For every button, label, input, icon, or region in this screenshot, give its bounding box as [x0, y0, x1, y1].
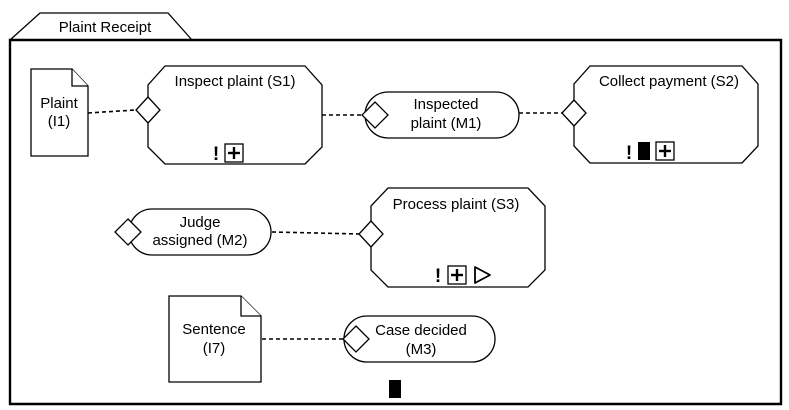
milestone-case-decided[interactable]: Case decided (M3): [342, 315, 496, 363]
service-process-plaint[interactable]: Process plaint (S3) !: [358, 187, 546, 288]
exclamation-icon: !: [213, 144, 219, 165]
diamond-connector: [358, 220, 384, 248]
diamond-connector: [361, 101, 389, 129]
input-plaint-name: Plaint: [40, 95, 78, 112]
input-plaint-id: (I1): [48, 113, 71, 130]
milestone-m1-line2: plaint (M1): [411, 115, 482, 132]
exclamation-icon: !: [626, 143, 632, 164]
input-sentence-id: (I7): [203, 340, 226, 357]
service-collect-payment[interactable]: Collect payment (S2) !: [561, 65, 759, 164]
service-inspect-plaint[interactable]: Inspect plaint (S1) !: [135, 65, 323, 165]
diamond-connector: [561, 99, 587, 127]
connector-m2-process: [271, 231, 361, 235]
diamond-connector: [114, 218, 142, 246]
frame-filled-square-icon: [389, 380, 401, 398]
service-inspect-plaint-label: Inspect plaint (S1): [175, 73, 296, 90]
filled-square-icon: [638, 142, 650, 160]
frame-title: Plaint Receipt: [59, 19, 152, 36]
milestone-inspected-plaint[interactable]: Inspected plaint (M1): [361, 91, 520, 139]
milestone-m3-line2: (M3): [406, 341, 437, 358]
service-collect-payment-label: Collect payment (S2): [599, 73, 739, 90]
frame-border: [8, 38, 783, 406]
triangle-play-icon: [474, 266, 491, 284]
milestone-m3-line1: Case decided: [375, 322, 467, 339]
input-sentence-name: Sentence: [182, 321, 245, 338]
milestone-m1-line1: Inspected: [413, 96, 478, 113]
plus-box-icon: [447, 265, 467, 285]
connector-plaint-inspect: [87, 109, 136, 114]
frame-tab: [9, 12, 193, 41]
milestone-m2-line2: assigned (M2): [152, 232, 247, 249]
diamond-connector: [135, 96, 161, 124]
milestone-m2-line1: Judge: [180, 214, 221, 231]
exclamation-icon: !: [435, 266, 441, 287]
diamond-connector: [342, 325, 370, 353]
input-plaint[interactable]: Plaint (I1): [30, 68, 89, 157]
milestone-judge-assigned[interactable]: Judge assigned (M2): [114, 208, 272, 256]
input-sentence[interactable]: Sentence (I7): [168, 295, 262, 383]
plus-box-icon: [224, 143, 244, 163]
plus-box-icon: [655, 141, 675, 161]
service-process-plaint-label: Process plaint (S3): [393, 196, 520, 213]
